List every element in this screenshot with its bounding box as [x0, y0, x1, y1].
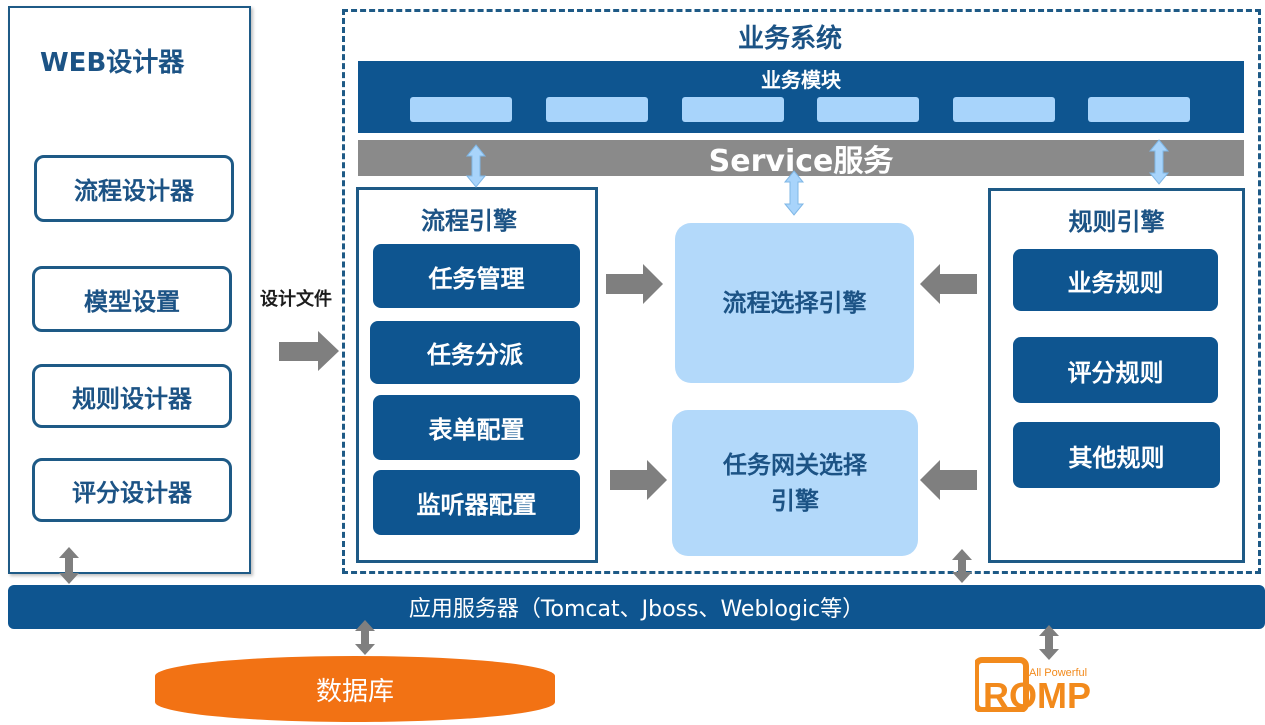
module-slot: [817, 97, 919, 122]
process-select-engine: 流程选择引擎: [675, 223, 914, 383]
business-module-title: 业务模块: [761, 68, 841, 92]
model-settings-box: 模型设置: [32, 266, 232, 332]
task-gateway-select-engine: 任务网关选择 引擎: [672, 410, 918, 556]
romp-logo: All Powerful ROMP: [975, 657, 1091, 712]
module-slot: [410, 97, 512, 122]
database-cylinder: 数据库: [155, 656, 555, 722]
module-slot: [546, 97, 648, 122]
listener-config-box: 监听器配置: [373, 470, 580, 535]
module-slot: [1088, 97, 1190, 122]
score-rule-box: 评分规则: [1013, 337, 1218, 403]
web-designer-title: WEB设计器: [40, 48, 185, 78]
process-engine-title: 流程引擎: [421, 207, 517, 235]
task-gateway-label-line2: 引擎: [771, 487, 819, 515]
task-dispatch-box: 任务分派: [370, 321, 580, 384]
task-management-box: 任务管理: [373, 244, 580, 308]
business-rule-box: 业务规则: [1013, 249, 1218, 311]
logo-tagline: All Powerful: [1029, 667, 1087, 679]
rule-engine-title: 规则引擎: [1068, 208, 1165, 236]
module-slot: [953, 97, 1055, 122]
task-gateway-label-line1: 任务网关选择: [723, 451, 867, 479]
business-system-title: 业务系统: [737, 24, 842, 54]
design-file-arrow: [279, 331, 339, 371]
app-server-bar: 应用服务器（Tomcat、Jboss、Weblogic等）: [8, 585, 1265, 629]
server-romp-double-arrow: [1039, 625, 1059, 660]
logo-letters: ROMP: [983, 675, 1091, 712]
business-system-frame: [342, 9, 1261, 574]
service-bar: Service服务: [358, 140, 1244, 179]
score-designer-box: 评分设计器: [32, 458, 232, 522]
form-config-box: 表单配置: [373, 395, 580, 460]
process-designer-box: 流程设计器: [34, 155, 234, 222]
other-rule-box: 其他规则: [1013, 422, 1220, 488]
module-slot: [682, 97, 784, 122]
rule-designer-box: 规则设计器: [32, 364, 232, 428]
design-file-label: 设计文件: [260, 289, 332, 310]
